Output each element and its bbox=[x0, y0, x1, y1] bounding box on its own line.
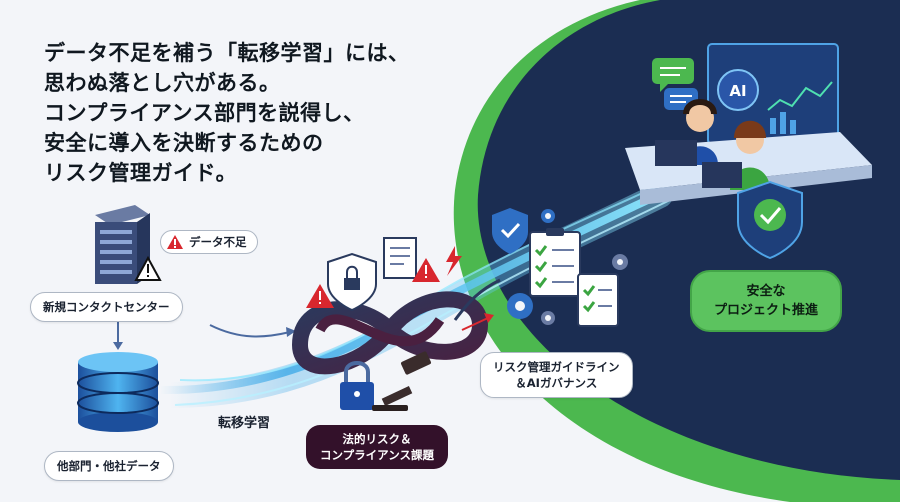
operator-icon-2 bbox=[702, 120, 770, 190]
legal-risk-line: 法的リスク＆ bbox=[342, 432, 412, 446]
ai-badge: AI bbox=[729, 82, 746, 100]
gear-icon bbox=[507, 209, 628, 325]
lock-icon bbox=[340, 361, 374, 410]
knot-icon bbox=[291, 278, 501, 375]
new-contact-center-label: 新規コンタクトセンター bbox=[30, 292, 183, 322]
legal-risk-label: 法的リスク＆ コンプライアンス課題 bbox=[306, 425, 448, 469]
legal-risk-line: コンプライアンス課題 bbox=[320, 448, 434, 462]
guideline-line: ＆AIガバナンス bbox=[515, 376, 598, 390]
transfer-learning-label: 転移学習 bbox=[218, 416, 271, 431]
safe-project-line: プロジェクト推進 bbox=[714, 303, 819, 318]
headline-line: リスク管理ガイド。 bbox=[44, 161, 238, 185]
gavel-icon bbox=[372, 351, 431, 411]
flow-arrow-knot bbox=[209, 324, 296, 338]
lightning-icon bbox=[446, 246, 462, 276]
headline-line: コンプライアンス部門を説得し、 bbox=[44, 101, 365, 125]
shield-check-icon-small bbox=[492, 208, 528, 254]
shield-lock-icon bbox=[327, 252, 377, 312]
guideline-label: リスク管理ガイドライン ＆AIガバナンス bbox=[480, 352, 633, 398]
safe-project-label: 安全な プロジェクト推進 bbox=[690, 270, 843, 332]
data-shortage-label: データ不足 bbox=[160, 230, 258, 254]
operator-icon bbox=[655, 99, 718, 166]
checklist-icon-2 bbox=[577, 273, 619, 327]
headline: データ不足を補う「転移学習」には、 思わぬ落とし穴がある。 コンプライアンス部門… bbox=[44, 38, 410, 188]
other-data-label: 他部門・他社データ bbox=[44, 451, 174, 481]
shield-check-icon bbox=[737, 180, 803, 260]
document-icon bbox=[383, 237, 417, 279]
database-icon bbox=[77, 352, 159, 432]
checklist-icon bbox=[529, 228, 581, 297]
headline-line: 安全に導入を決断するための bbox=[44, 131, 324, 155]
flow-arrow-down bbox=[113, 322, 123, 350]
warning-icon bbox=[134, 255, 162, 281]
headline-line: データ不足を補う「転移学習」には、 bbox=[44, 41, 410, 65]
safe-project-line: 安全な bbox=[746, 284, 786, 299]
warning-icon-right bbox=[412, 258, 440, 282]
monitor-icon bbox=[707, 43, 839, 145]
data-shortage-text: データ不足 bbox=[189, 235, 247, 249]
headline-line: 思わぬ落とし穴がある。 bbox=[44, 71, 281, 95]
warning-icon bbox=[167, 235, 183, 249]
warning-icon-left bbox=[306, 284, 334, 308]
guideline-line: リスク管理ガイドライン bbox=[493, 360, 620, 374]
red-arrow bbox=[461, 313, 494, 331]
